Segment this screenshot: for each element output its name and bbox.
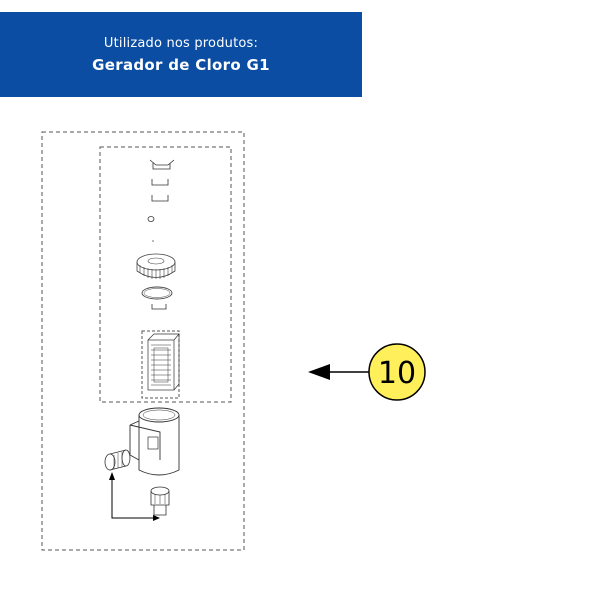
product-banner: Utilizado nos produtos: Gerador de Cloro… (0, 12, 362, 97)
electrode-cell-part (147, 333, 180, 391)
threaded-cap-part (136, 253, 176, 279)
arrow-left-icon (308, 364, 330, 380)
housing-body-part (129, 407, 180, 476)
connection-arrow (111, 478, 156, 519)
callout-circle (368, 343, 426, 401)
small-oring-part (147, 216, 155, 222)
banner-product-name: Gerador de Cloro G1 (92, 55, 270, 74)
outer-dashed-frame (41, 131, 245, 551)
cell-dashed-frame (141, 330, 180, 399)
left-fitting-part (104, 449, 131, 471)
banner-subtitle: Utilizado nos produtos: (103, 35, 259, 51)
clip-part-1 (149, 159, 175, 170)
clip-part-3 (151, 195, 169, 202)
bottom-fitting-part (150, 486, 170, 516)
large-oring-part (141, 286, 173, 300)
inner-dashed-frame (99, 146, 232, 403)
connection-arrow-head-right (153, 515, 160, 521)
clip-part-2 (151, 179, 169, 186)
callout-number: 10 (378, 356, 416, 391)
clip-part-4 (151, 304, 167, 310)
tiny-dot-part (152, 240, 154, 242)
connection-arrow-head-up (109, 472, 115, 480)
